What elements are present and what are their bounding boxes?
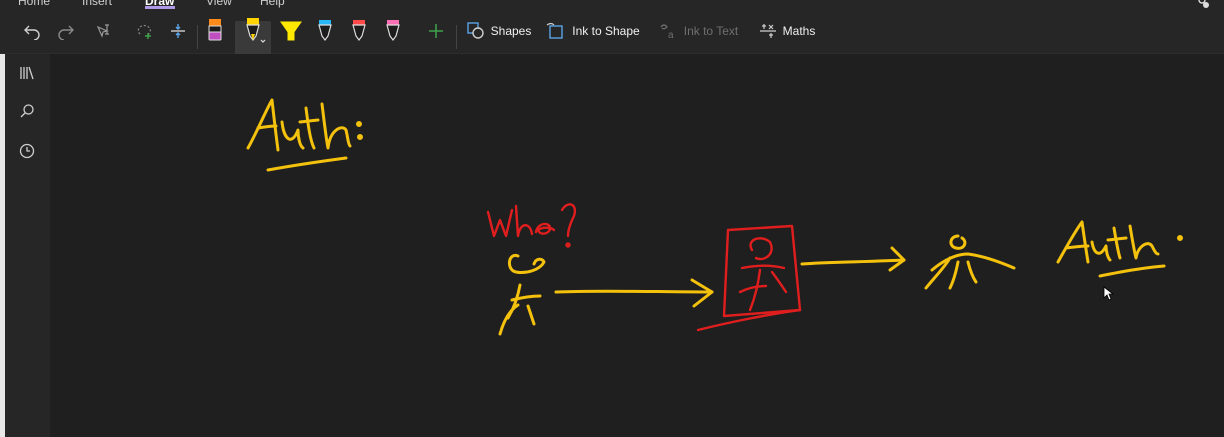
tab-help[interactable]: Help [260, 0, 285, 8]
library-icon [20, 66, 34, 80]
undo-button[interactable] [20, 9, 44, 53]
ink-to-shape-label: Ink to Shape [572, 24, 640, 38]
recent-icon [19, 143, 35, 159]
toolbar-separator [197, 25, 198, 49]
maths-label: Maths [782, 24, 816, 38]
sidebar [5, 54, 50, 437]
ink-red-box-figure [696, 224, 802, 332]
ink-layer [246, 98, 1183, 336]
tab-home[interactable]: Home [18, 0, 51, 8]
pen-yellow-selected[interactable] [240, 9, 270, 53]
maths-button[interactable]: Maths [753, 9, 821, 53]
shapes-icon [466, 22, 484, 39]
undo-icon [24, 25, 40, 40]
tab-insert[interactable]: Insert [82, 0, 113, 8]
add-space-icon [171, 24, 185, 38]
pen-icon [352, 20, 366, 41]
highlighter-icon [280, 21, 302, 41]
lasso-type-icon [96, 24, 109, 38]
pen-orange[interactable] [204, 9, 226, 53]
ribbon-tabs: Home Insert Draw View Help [0, 0, 1224, 9]
ink-to-text-icon: a [660, 24, 674, 40]
redo-icon [58, 25, 74, 40]
add-pen-button[interactable] [424, 9, 448, 53]
add-space-button[interactable] [166, 9, 190, 53]
pen-icon [246, 18, 266, 43]
ink-to-shape-icon [546, 22, 563, 39]
ink-auth-label-right [1056, 220, 1183, 278]
mouse-cursor-icon [1103, 286, 1115, 301]
pen-pink[interactable] [380, 9, 406, 53]
maths-icon [759, 24, 776, 38]
draw-toolbar: Shapes Ink to Shape a Ink to Text Maths [0, 9, 1224, 57]
highlighter-yellow[interactable] [276, 9, 306, 53]
search-icon [20, 104, 34, 118]
lasso-select-button[interactable] [132, 9, 156, 53]
active-tab-indicator [145, 6, 175, 9]
plus-icon [429, 24, 443, 38]
pen-cyan[interactable] [312, 9, 338, 53]
ink-stick-figure-right [924, 234, 1016, 290]
shapes-button[interactable]: Shapes [464, 9, 534, 53]
pen-icon [318, 20, 332, 41]
shapes-label: Shapes [490, 24, 532, 38]
ink-to-shape-button[interactable]: Ink to Shape [543, 9, 643, 53]
drawing-canvas[interactable] [50, 54, 1224, 437]
ink-who-label [486, 203, 577, 248]
type-select-button[interactable] [92, 9, 116, 53]
redo-button[interactable] [54, 9, 78, 53]
search-button[interactable] [16, 100, 38, 122]
svg-text:a: a [668, 30, 674, 40]
tab-view[interactable]: View [206, 0, 232, 8]
ink-stick-figure-left [498, 253, 546, 336]
pen-red[interactable] [346, 9, 372, 53]
tab-draw[interactable]: Draw [145, 0, 175, 8]
ink-auth-heading [246, 98, 363, 172]
ink-arrow-1 [554, 278, 714, 308]
ink-to-text-label: Ink to Text [683, 24, 739, 38]
lasso-icon [137, 24, 151, 39]
pen-icon [386, 20, 400, 41]
recent-button[interactable] [16, 140, 38, 162]
account-icon[interactable] [1196, 0, 1210, 9]
pen-icon [208, 19, 222, 41]
ink-arrow-2 [800, 246, 906, 272]
ink-to-text-button: a Ink to Text [653, 9, 743, 53]
toolbar-separator [456, 25, 457, 49]
window-edge [0, 54, 5, 437]
notebooks-button[interactable] [16, 62, 38, 84]
